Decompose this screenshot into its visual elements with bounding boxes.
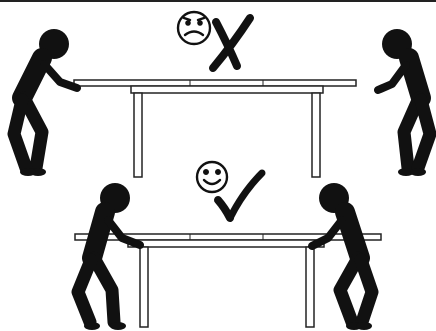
person-right	[378, 29, 430, 176]
correct-lift-scene	[75, 162, 381, 330]
incorrect-lift-scene	[14, 12, 430, 177]
person-left	[78, 183, 140, 330]
table-leg-right	[312, 93, 320, 177]
table-leg-left	[134, 93, 142, 177]
table	[75, 234, 381, 327]
smiley-face-icon	[197, 162, 227, 192]
table-leg-left	[140, 247, 148, 327]
person-right	[312, 183, 372, 330]
table-apron	[131, 86, 323, 93]
sad-face-icon	[178, 12, 210, 44]
cross-mark-icon	[213, 18, 250, 68]
table-apron	[128, 240, 324, 247]
table-leg-right	[306, 247, 314, 327]
check-mark-icon	[218, 173, 262, 218]
person-left	[14, 29, 77, 176]
table-top	[74, 80, 356, 86]
